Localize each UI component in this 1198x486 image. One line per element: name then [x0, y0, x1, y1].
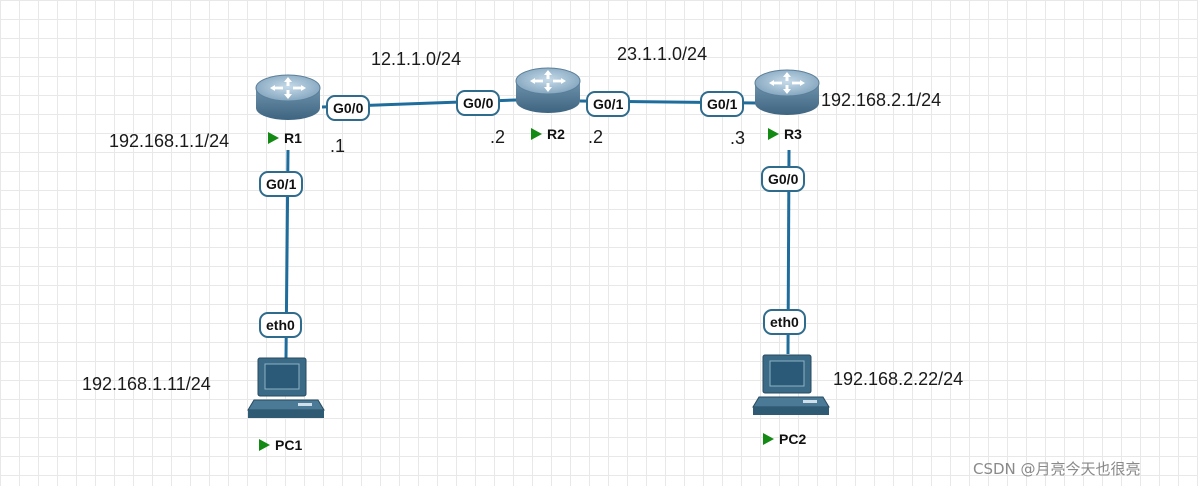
router-r3-icon[interactable] — [754, 69, 820, 115]
r1-host-octet: .1 — [330, 136, 346, 156]
pc1-address: 192.168.1.11/24 — [82, 374, 211, 394]
status-running-icon — [768, 128, 779, 140]
r1-lan-address: 192.168.1.1/24 — [109, 131, 230, 151]
device-name-pc1: PC1 — [275, 437, 303, 453]
device-label-pc1[interactable]: PC1 — [259, 437, 302, 453]
status-running-icon — [259, 439, 270, 451]
router-r2-icon[interactable] — [515, 67, 581, 113]
status-running-icon — [268, 132, 279, 144]
pc2-address: 192.168.2.22/24 — [833, 369, 964, 389]
device-label-r3[interactable]: R3 — [768, 126, 802, 142]
status-running-icon — [763, 433, 774, 445]
device-name-r1: R1 — [284, 130, 302, 146]
device-label-r2[interactable]: R2 — [531, 126, 565, 142]
network-label-r2-r3: 23.1.1.0/24 — [617, 44, 708, 64]
port-r2-g0-0[interactable]: G0/0 — [456, 90, 501, 116]
status-running-icon — [531, 128, 542, 140]
port-r3-g0-1[interactable]: G0/1 — [700, 91, 745, 117]
r2-left-host-octet: .2 — [490, 127, 506, 147]
network-label-r1-r2: 12.1.1.0/24 — [371, 49, 462, 69]
port-pc1-eth0[interactable]: eth0 — [259, 312, 302, 338]
device-name-pc2: PC2 — [779, 431, 807, 447]
port-r3-g0-0[interactable]: G0/0 — [761, 166, 806, 192]
pc1-icon[interactable] — [247, 357, 325, 418]
r3-host-octet: .3 — [730, 128, 746, 148]
router-r1-icon[interactable] — [255, 74, 321, 120]
device-label-pc2[interactable]: PC2 — [763, 431, 806, 447]
device-name-r3: R3 — [784, 126, 802, 142]
device-label-r1[interactable]: R1 — [268, 130, 302, 146]
port-r2-g0-1[interactable]: G0/1 — [586, 91, 631, 117]
r2-right-host-octet: .2 — [588, 127, 604, 147]
device-name-r2: R2 — [547, 126, 565, 142]
port-pc2-eth0[interactable]: eth0 — [763, 309, 806, 335]
port-r1-g0-1[interactable]: G0/1 — [259, 171, 304, 197]
csdn-watermark: CSDN @月亮今天也很亮 — [973, 460, 1141, 478]
r3-lan-address: 192.168.2.1/24 — [821, 90, 942, 110]
port-r1-g0-0[interactable]: G0/0 — [326, 95, 371, 121]
pc2-icon[interactable] — [752, 354, 830, 415]
